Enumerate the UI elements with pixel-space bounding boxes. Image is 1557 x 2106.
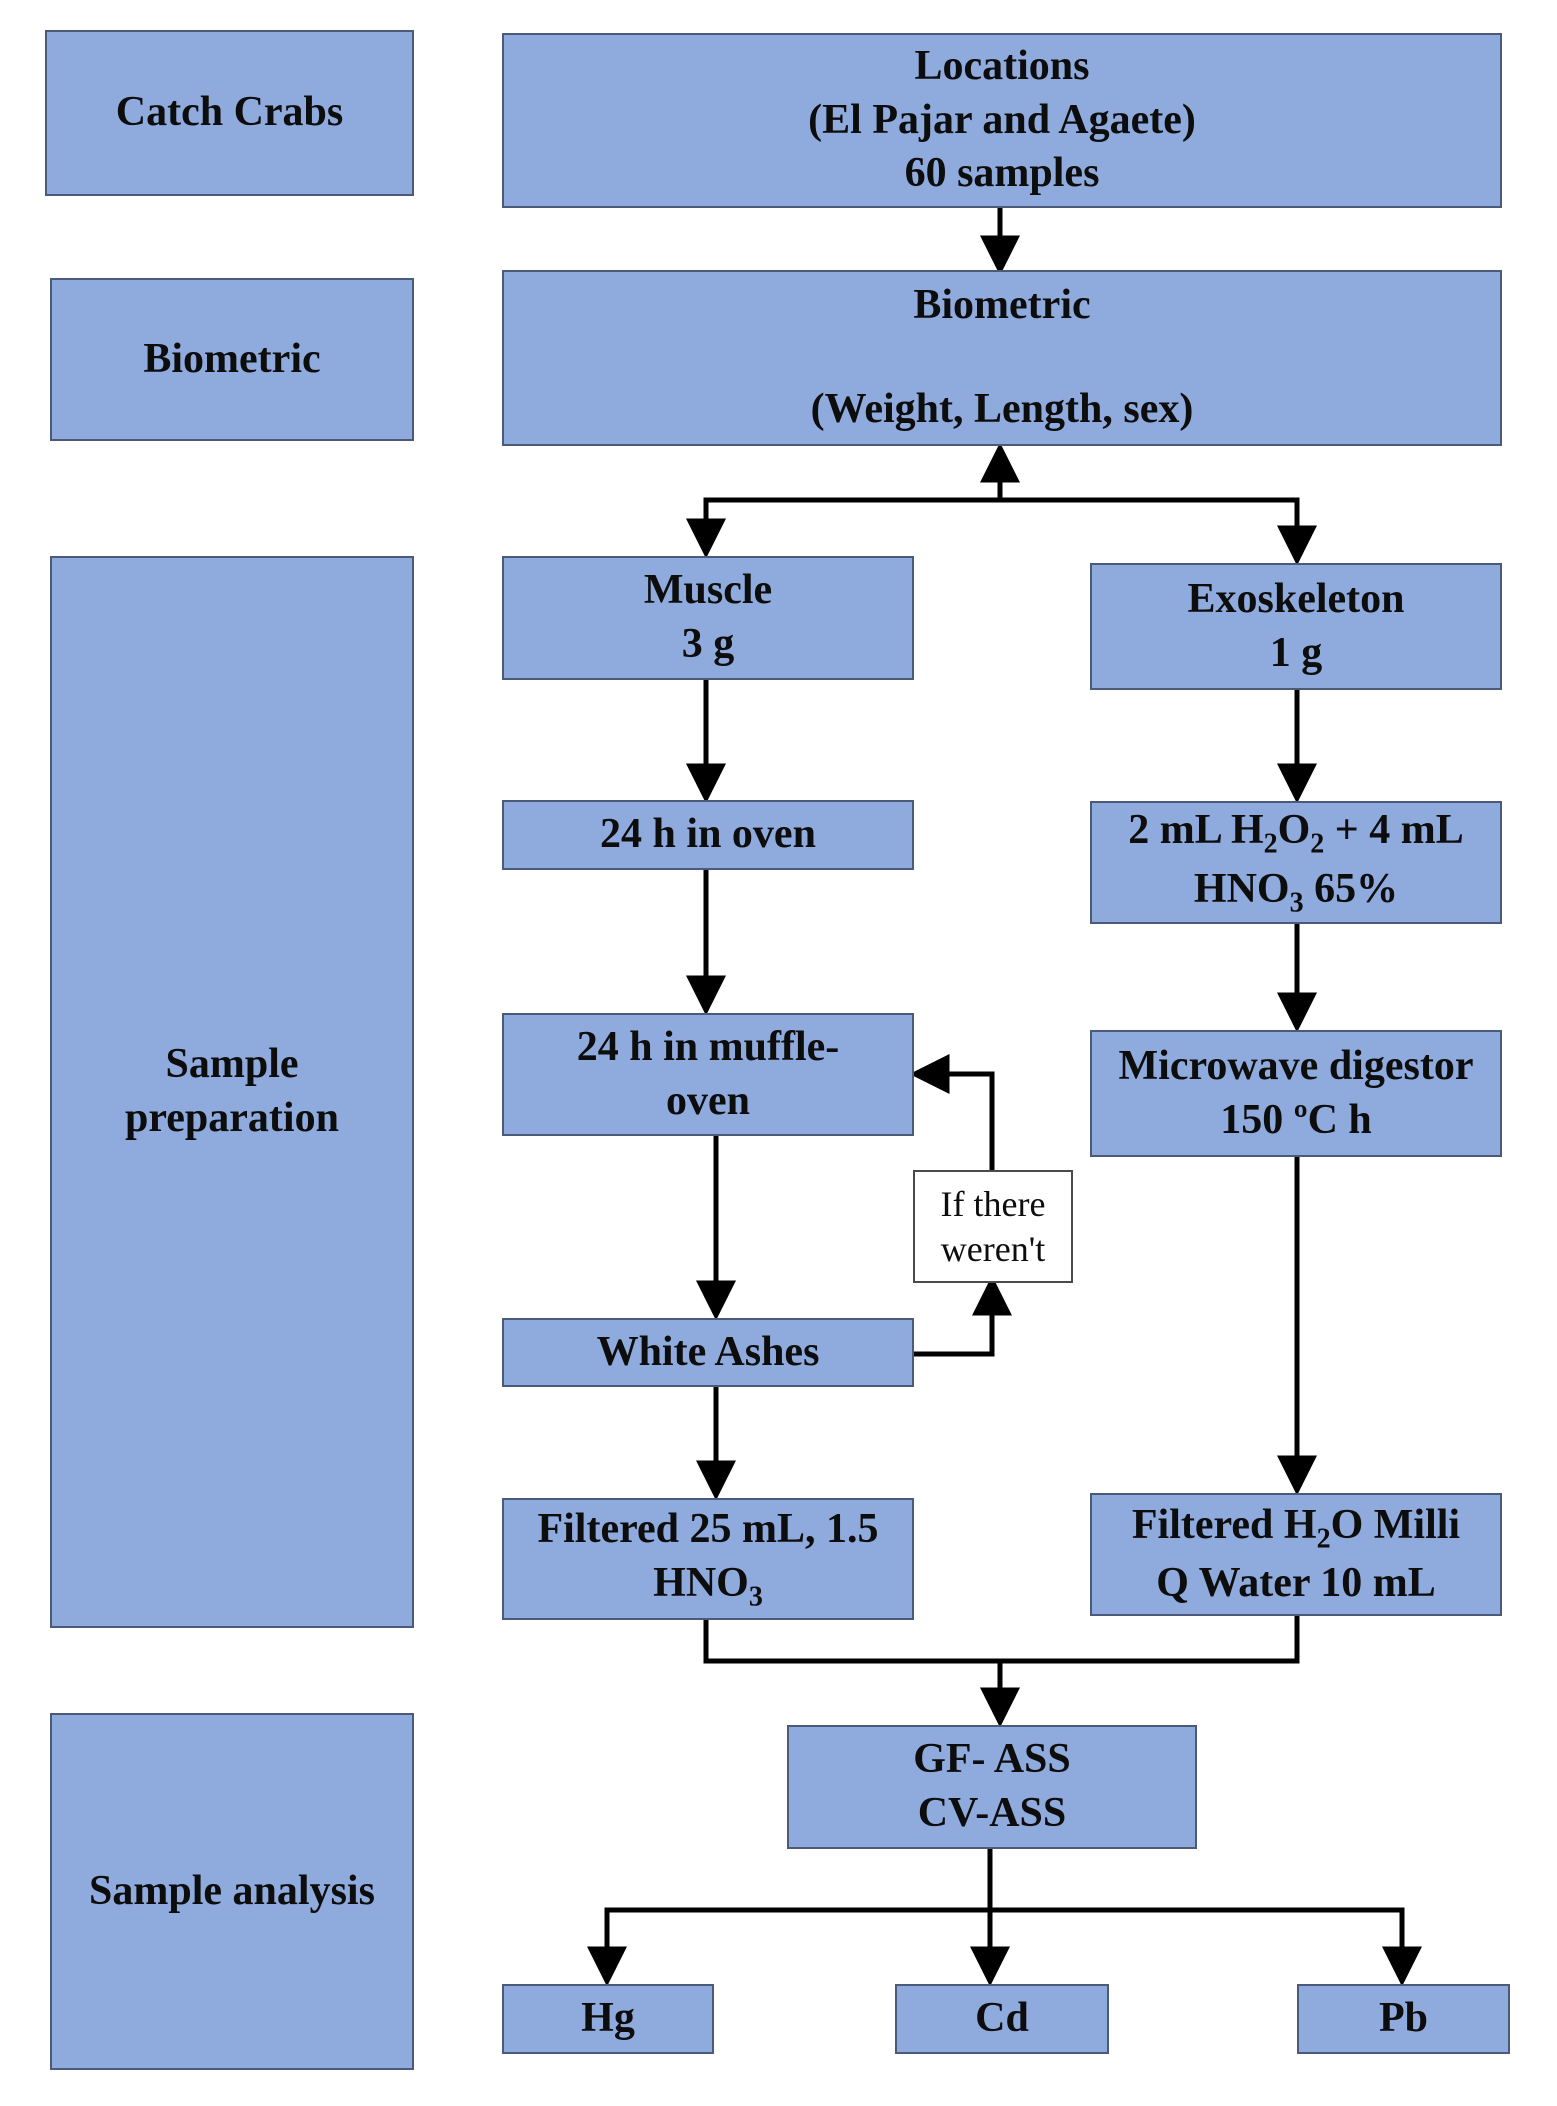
element-hg-box: Hg xyxy=(502,1984,714,2054)
arrow-to-hg xyxy=(587,1907,990,1987)
arrow-ashes-to-note xyxy=(914,1275,1012,1357)
arrow-filtered-merge xyxy=(703,1616,1300,1664)
white-ashes-box: White Ashes xyxy=(502,1318,914,1387)
locations-box: Locations (El Pajar and Agaete) 60 sampl… xyxy=(502,33,1502,208)
arrow-to-pb xyxy=(990,1907,1422,1987)
biometric-box: Biometric (Weight, Length, sex) xyxy=(502,270,1502,446)
stage-sample-analysis: Sample analysis xyxy=(50,1713,414,2070)
muscle-filtered-box: Filtered 25 mL, 1.5 HNO3 xyxy=(502,1498,914,1620)
element-pb-box: Pb xyxy=(1297,1984,1510,2054)
arrow-note-to-muffle xyxy=(909,1054,995,1170)
stage-catch-crabs: Catch Crabs xyxy=(45,30,414,196)
element-cd-box: Cd xyxy=(895,1984,1109,2054)
stage-biometric: Biometric xyxy=(50,278,414,441)
arrow-split-to-muscle xyxy=(686,497,1297,559)
arrow-split-to-exoskeleton xyxy=(1000,497,1317,566)
oven-box: 24 h in oven xyxy=(502,800,914,870)
exoskeleton-filtered-box: Filtered H2O Milli Q Water 10 mL xyxy=(1090,1493,1502,1616)
reagents-box: 2 mL H2O2 + 4 mL HNO3 65% xyxy=(1090,801,1502,924)
muffle-oven-box: 24 h in muffle-oven xyxy=(502,1013,914,1136)
